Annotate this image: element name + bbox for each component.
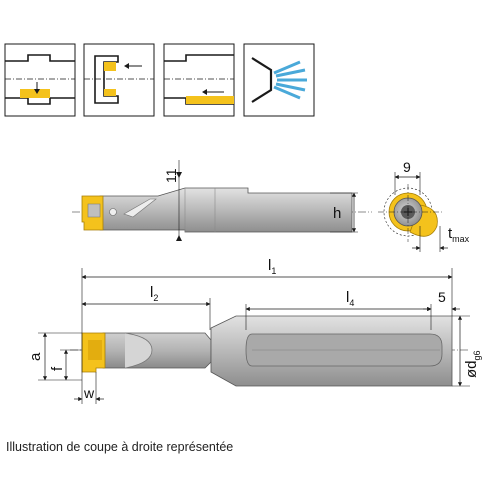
internal-grooving-icon [4,43,76,117]
dim-a-label: a [27,352,44,361]
dim-l1-label: l1 [268,257,276,276]
caption: Illustration de coupe à droite représent… [6,440,234,454]
dim-f-label: f [49,366,66,371]
dim-l4: l4 [245,289,432,312]
dim-h: h [330,192,358,233]
internal-turning-icon [163,43,235,117]
dim-9: 9 [394,159,421,195]
dim-w-label: w [83,385,95,401]
dim-w: w [74,372,104,404]
dim-h-label: h [333,205,341,222]
tool-length-view [70,315,468,387]
face-grooving-icon [83,43,155,117]
dim-d-label: ødg6 [463,350,482,378]
tool-end-view [378,184,442,242]
dim-a: a [27,332,82,381]
dim-tmax-label: tmax [448,225,470,244]
dim-11-label: 11 [163,168,179,183]
tool-side-view [72,187,372,233]
dim-5-label: 5 [438,289,446,305]
dim-l2: l2 [81,284,211,307]
dim-5: 5 [423,289,460,312]
internal-coolant-icon [243,43,315,117]
dim-f: f [49,349,82,381]
dim-9-label: 9 [403,159,411,175]
dim-l4-label: l4 [346,289,354,308]
dim-11: 11 [163,160,182,241]
dim-l1: l1 [81,257,453,280]
dim-d: ødg6 [452,315,482,387]
dim-tmax: tmax [412,225,470,252]
dim-l2-label: l2 [150,284,158,303]
